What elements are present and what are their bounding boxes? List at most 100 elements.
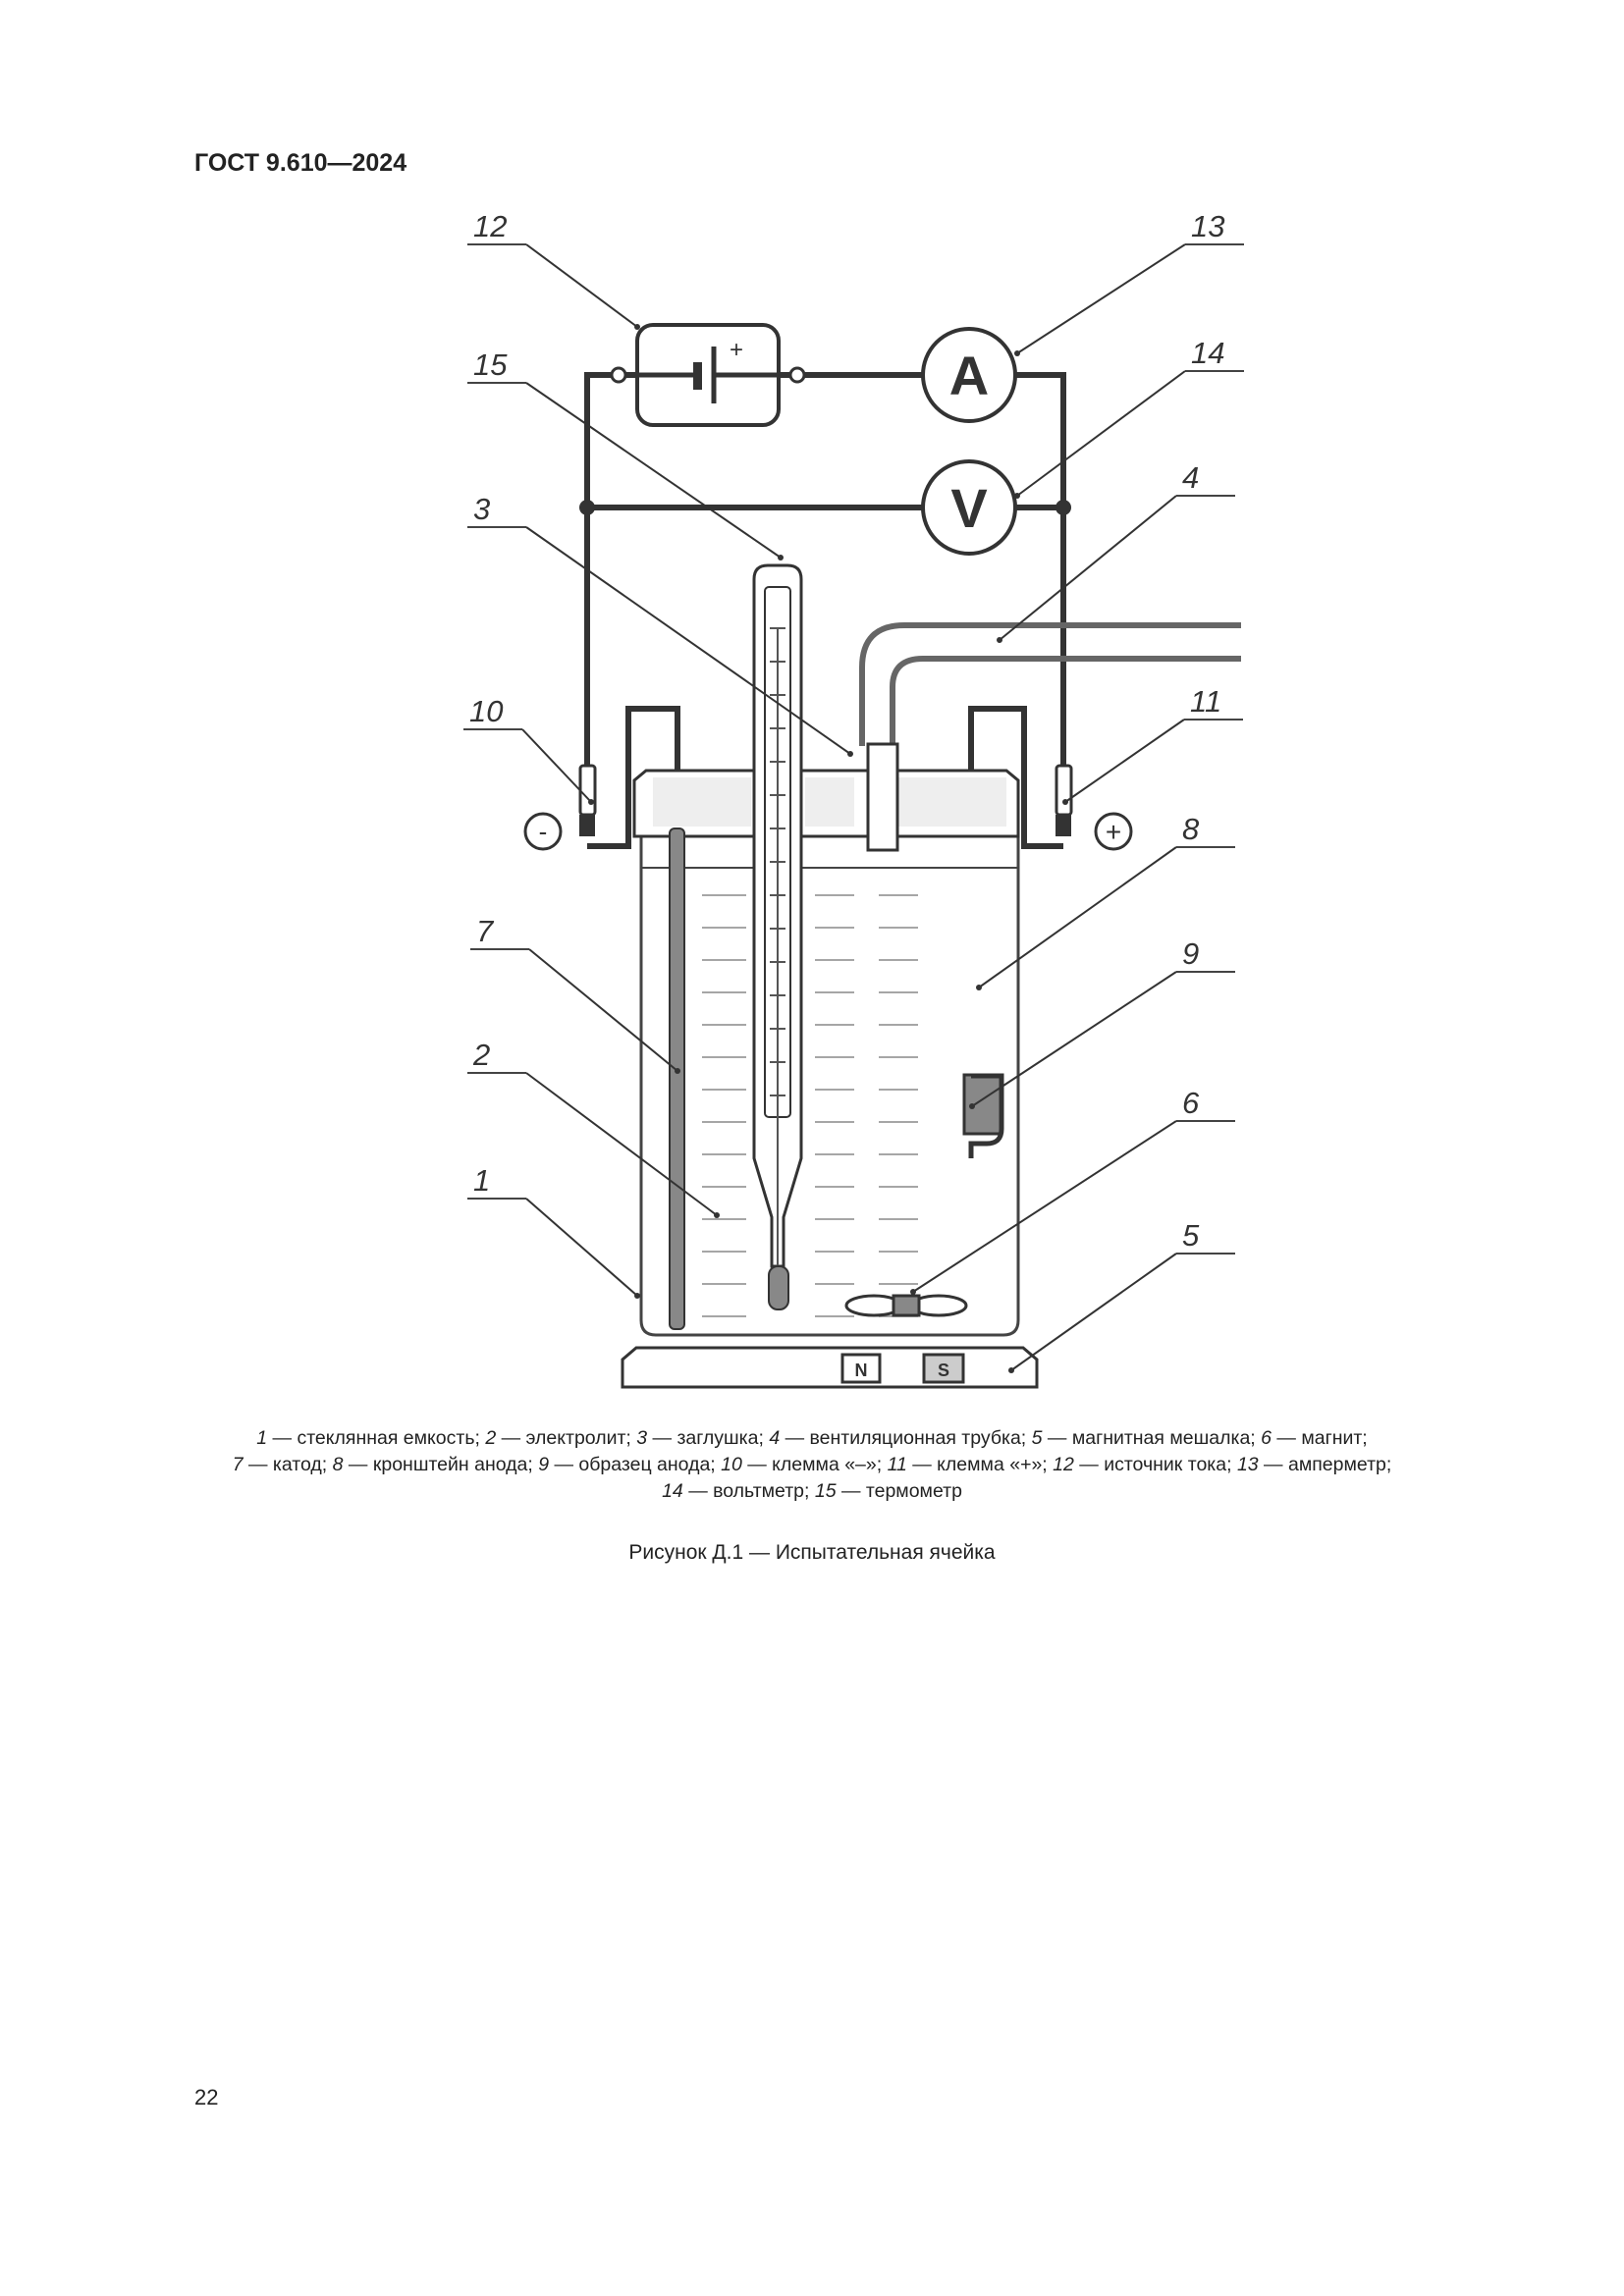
vent-tube [859, 622, 1241, 746]
legend-num: 2 [485, 1427, 497, 1449]
leader-dot [778, 555, 784, 561]
svg-text:N: N [855, 1361, 868, 1380]
legend-num: 9 [538, 1454, 550, 1475]
legend-num: 12 [1053, 1454, 1074, 1475]
callout-label: 2 [472, 1038, 490, 1072]
callout-label: 5 [1182, 1218, 1200, 1253]
terminal-plus [1055, 764, 1073, 817]
glass-vessel [639, 836, 1020, 1337]
callout-label: 13 [1191, 209, 1224, 243]
leader-dot [634, 324, 640, 330]
legend-num: 14 [662, 1480, 683, 1502]
magnetic-stirrer: N S [621, 1346, 1039, 1389]
leader-dot [714, 1212, 720, 1218]
voltmeter: V [921, 459, 1017, 556]
callout-label: 6 [1182, 1086, 1200, 1120]
anode-sample [962, 1073, 1003, 1136]
leader-line [1016, 370, 1186, 497]
figure-title: Рисунок Д.1 — Испытательная ячейка [628, 1541, 996, 1564]
leader-line [525, 382, 782, 559]
callout-7: 7 [470, 914, 680, 1074]
legend-text: — заглушка; [647, 1427, 770, 1449]
legend-num: 5 [1031, 1427, 1043, 1449]
leader-dot [910, 1289, 916, 1295]
legend-num: 11 [887, 1454, 907, 1475]
legend-text: — вентиляционная трубка; [780, 1427, 1032, 1449]
leader-line [528, 948, 678, 1072]
callout-4: 4 [997, 460, 1235, 643]
leader-dot [1014, 493, 1020, 499]
legend-text: — электролит; [496, 1427, 637, 1449]
stopper-lid [632, 742, 1020, 852]
callout-12: 12 [467, 209, 640, 330]
callout-label: 15 [473, 347, 508, 382]
callout-label: 7 [476, 914, 495, 948]
callout-label: 1 [473, 1163, 490, 1198]
legend-text: — образец анода; [549, 1454, 722, 1475]
thermometer [752, 563, 803, 1310]
test-cell-diagram: + A V - + [463, 209, 1244, 1389]
callout-label: 4 [1182, 460, 1199, 495]
legend-text: — кронштейн анода; [343, 1454, 539, 1475]
minus-symbol [523, 812, 563, 851]
leader-line [521, 728, 592, 803]
stirrer-magnet [844, 1294, 968, 1317]
callout-label: 10 [469, 694, 503, 728]
legend-text: — магнитная мешалка; [1042, 1427, 1262, 1449]
legend-line: 14 — вольтметр; 15 — термометр [157, 1478, 1467, 1505]
leader-line [525, 1198, 638, 1297]
callout-6: 6 [910, 1086, 1235, 1295]
callout-3: 3 [467, 492, 853, 757]
callout-2: 2 [467, 1038, 720, 1218]
terminal-minus [578, 764, 597, 817]
leader-line [525, 1072, 718, 1216]
page-number: 22 [194, 2085, 219, 2109]
leader-dot [675, 1068, 680, 1074]
leader-line [1016, 243, 1186, 354]
figure-legend: 1 — стеклянная емкость; 2 — электролит; … [157, 1425, 1467, 1505]
leader-line [912, 1120, 1177, 1293]
svg-text:A: A [949, 345, 989, 406]
legend-text: — амперметр; [1258, 1454, 1392, 1475]
legend-num: 15 [814, 1480, 837, 1502]
legend-text: — катод; [243, 1454, 333, 1475]
callout-9: 9 [969, 936, 1235, 1109]
callout-1: 1 [467, 1163, 640, 1299]
leader-dot [847, 751, 853, 757]
legend-num: 7 [232, 1454, 244, 1475]
legend-num: 10 [721, 1454, 742, 1475]
leader-dot [976, 985, 982, 990]
leader-line [525, 243, 638, 328]
svg-text:+: + [1106, 817, 1121, 847]
legend-num: 13 [1236, 1454, 1259, 1475]
legend-text: — стеклянная емкость; [267, 1427, 486, 1449]
callout-label: 12 [473, 209, 507, 243]
leader-line [978, 846, 1177, 988]
svg-text:S: S [938, 1361, 949, 1380]
legend-num: 6 [1261, 1427, 1272, 1449]
leader-dot [588, 799, 594, 805]
leader-dot [1008, 1367, 1014, 1373]
callout-14: 14 [1014, 336, 1244, 499]
junction-dot [1056, 500, 1071, 515]
svg-text:V: V [950, 477, 987, 539]
callout-11: 11 [1062, 684, 1243, 805]
plus-symbol [1094, 812, 1133, 851]
leader-dot [1062, 799, 1068, 805]
callout-label: 11 [1190, 684, 1221, 719]
legend-text: — источник тока; [1073, 1454, 1237, 1475]
legend-num: 3 [636, 1427, 648, 1449]
callout-5: 5 [1008, 1218, 1235, 1373]
leader-line [971, 971, 1177, 1107]
ammeter: A [921, 327, 1017, 423]
callout-10: 10 [463, 694, 594, 805]
legend-text: — вольтметр; [682, 1480, 815, 1502]
cathode [669, 828, 685, 1330]
anode-bracket [968, 1073, 1004, 1158]
legend-text: — клемма «–»; [741, 1454, 888, 1475]
leader-dot [997, 637, 1002, 643]
callout-8: 8 [976, 812, 1235, 990]
legend-text: — магнит; [1272, 1427, 1368, 1449]
callout-label: 8 [1182, 812, 1200, 846]
